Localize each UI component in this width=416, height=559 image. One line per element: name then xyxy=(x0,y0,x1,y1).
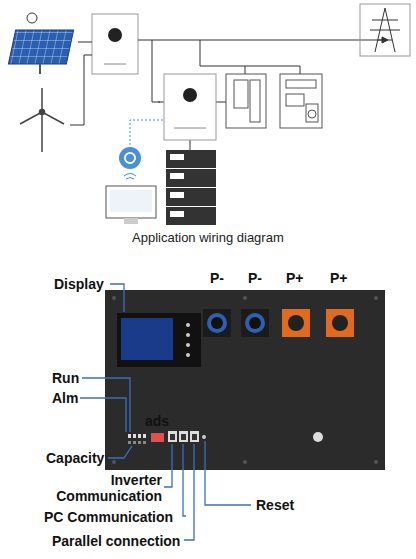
terminal-label: P- xyxy=(210,270,224,286)
cloud-icon xyxy=(119,147,141,179)
terminal-label: P+ xyxy=(286,270,304,286)
indicator-label: Run xyxy=(52,370,79,386)
button-label: Reset xyxy=(256,497,294,513)
negative-terminal xyxy=(203,309,269,337)
computer xyxy=(106,186,156,224)
indicator-label: Capacity xyxy=(46,450,104,466)
port-label: PC Communication xyxy=(44,509,173,525)
inverter xyxy=(92,14,138,74)
appliances xyxy=(226,74,322,128)
positive-terminal xyxy=(282,309,354,337)
power-grid-tower xyxy=(360,4,410,56)
solar-panel xyxy=(8,13,73,74)
battery-panel xyxy=(105,290,385,470)
caption: Application wiring diagram xyxy=(132,230,284,245)
port-label: Inverter Communication xyxy=(30,472,162,504)
terminal-label: P- xyxy=(248,270,262,286)
wind-turbine xyxy=(20,88,64,152)
wiring xyxy=(70,37,388,150)
callout-label: Display xyxy=(54,276,104,292)
terminal-label: P+ xyxy=(330,270,348,286)
switch-label: ads xyxy=(145,413,169,429)
port-label: Parallel connection xyxy=(52,533,180,549)
battery-stack xyxy=(166,150,216,225)
indicator-label: Alm xyxy=(52,390,78,406)
hybrid-inverter xyxy=(164,74,216,140)
